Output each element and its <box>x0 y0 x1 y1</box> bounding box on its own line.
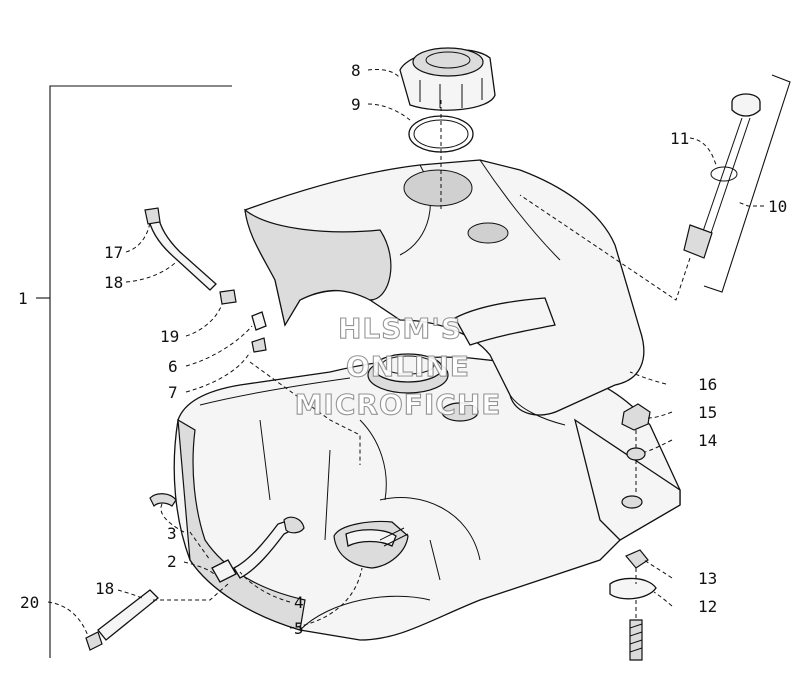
callout-20: 20 <box>20 593 39 612</box>
fuel-tank <box>173 356 681 641</box>
fuel-hose-4-end <box>283 516 305 534</box>
fitting-6 <box>251 311 267 331</box>
dipstick <box>683 93 761 259</box>
callout-11: 11 <box>670 129 689 148</box>
callout-18-upper: 18 <box>104 273 123 292</box>
callout-3: 3 <box>167 524 177 543</box>
callout-19: 19 <box>160 327 179 346</box>
callout-2: 2 <box>167 552 177 571</box>
watermark-line-3: MICROFICHE <box>295 388 502 421</box>
watermark-line-2: ONLINE <box>346 350 470 383</box>
callout-12: 12 <box>698 597 717 616</box>
callout-10: 10 <box>768 197 787 216</box>
callout-7: 7 <box>168 383 178 402</box>
washer-14 <box>626 447 646 461</box>
callout-15: 15 <box>698 403 717 422</box>
callout-16: 16 <box>698 375 717 394</box>
callout-18-lower: 18 <box>95 579 114 598</box>
fitting-19 <box>219 289 237 305</box>
watermark-line-1: HLSM'S <box>338 312 462 345</box>
callout-8: 8 <box>351 61 361 80</box>
clamp-20 <box>85 631 103 651</box>
callout-5: 5 <box>294 619 304 638</box>
callout-9: 9 <box>351 95 361 114</box>
callout-1: 1 <box>18 289 28 308</box>
clamp-7 <box>251 337 267 353</box>
clamp-3 <box>149 493 177 508</box>
leader-lines <box>47 69 764 637</box>
dipstick-leader <box>519 194 691 301</box>
fuel-cap <box>399 47 496 111</box>
tank-cover <box>244 159 645 426</box>
screw-12 <box>629 619 643 661</box>
fitting-2 <box>211 559 237 583</box>
vent-hose-upper <box>144 207 217 291</box>
fuel-petcock <box>333 520 409 569</box>
callout-14: 14 <box>698 431 717 450</box>
washer-12 <box>609 577 657 600</box>
nut-13 <box>625 549 649 569</box>
fuel-hose-18-lower <box>97 589 159 641</box>
callout-6: 6 <box>168 357 178 376</box>
callout-13: 13 <box>698 569 717 588</box>
dipstick-o-ring <box>710 166 738 182</box>
assembly-bracket-10 <box>703 74 791 293</box>
filler-neck <box>367 353 479 422</box>
watermark: HLSM'S ONLINE MICROFICHE <box>294 311 502 421</box>
callout-4: 4 <box>294 593 304 612</box>
callout-17: 17 <box>104 243 123 262</box>
assembly-bracket-1 <box>49 85 232 658</box>
grommet-15 <box>621 403 651 431</box>
